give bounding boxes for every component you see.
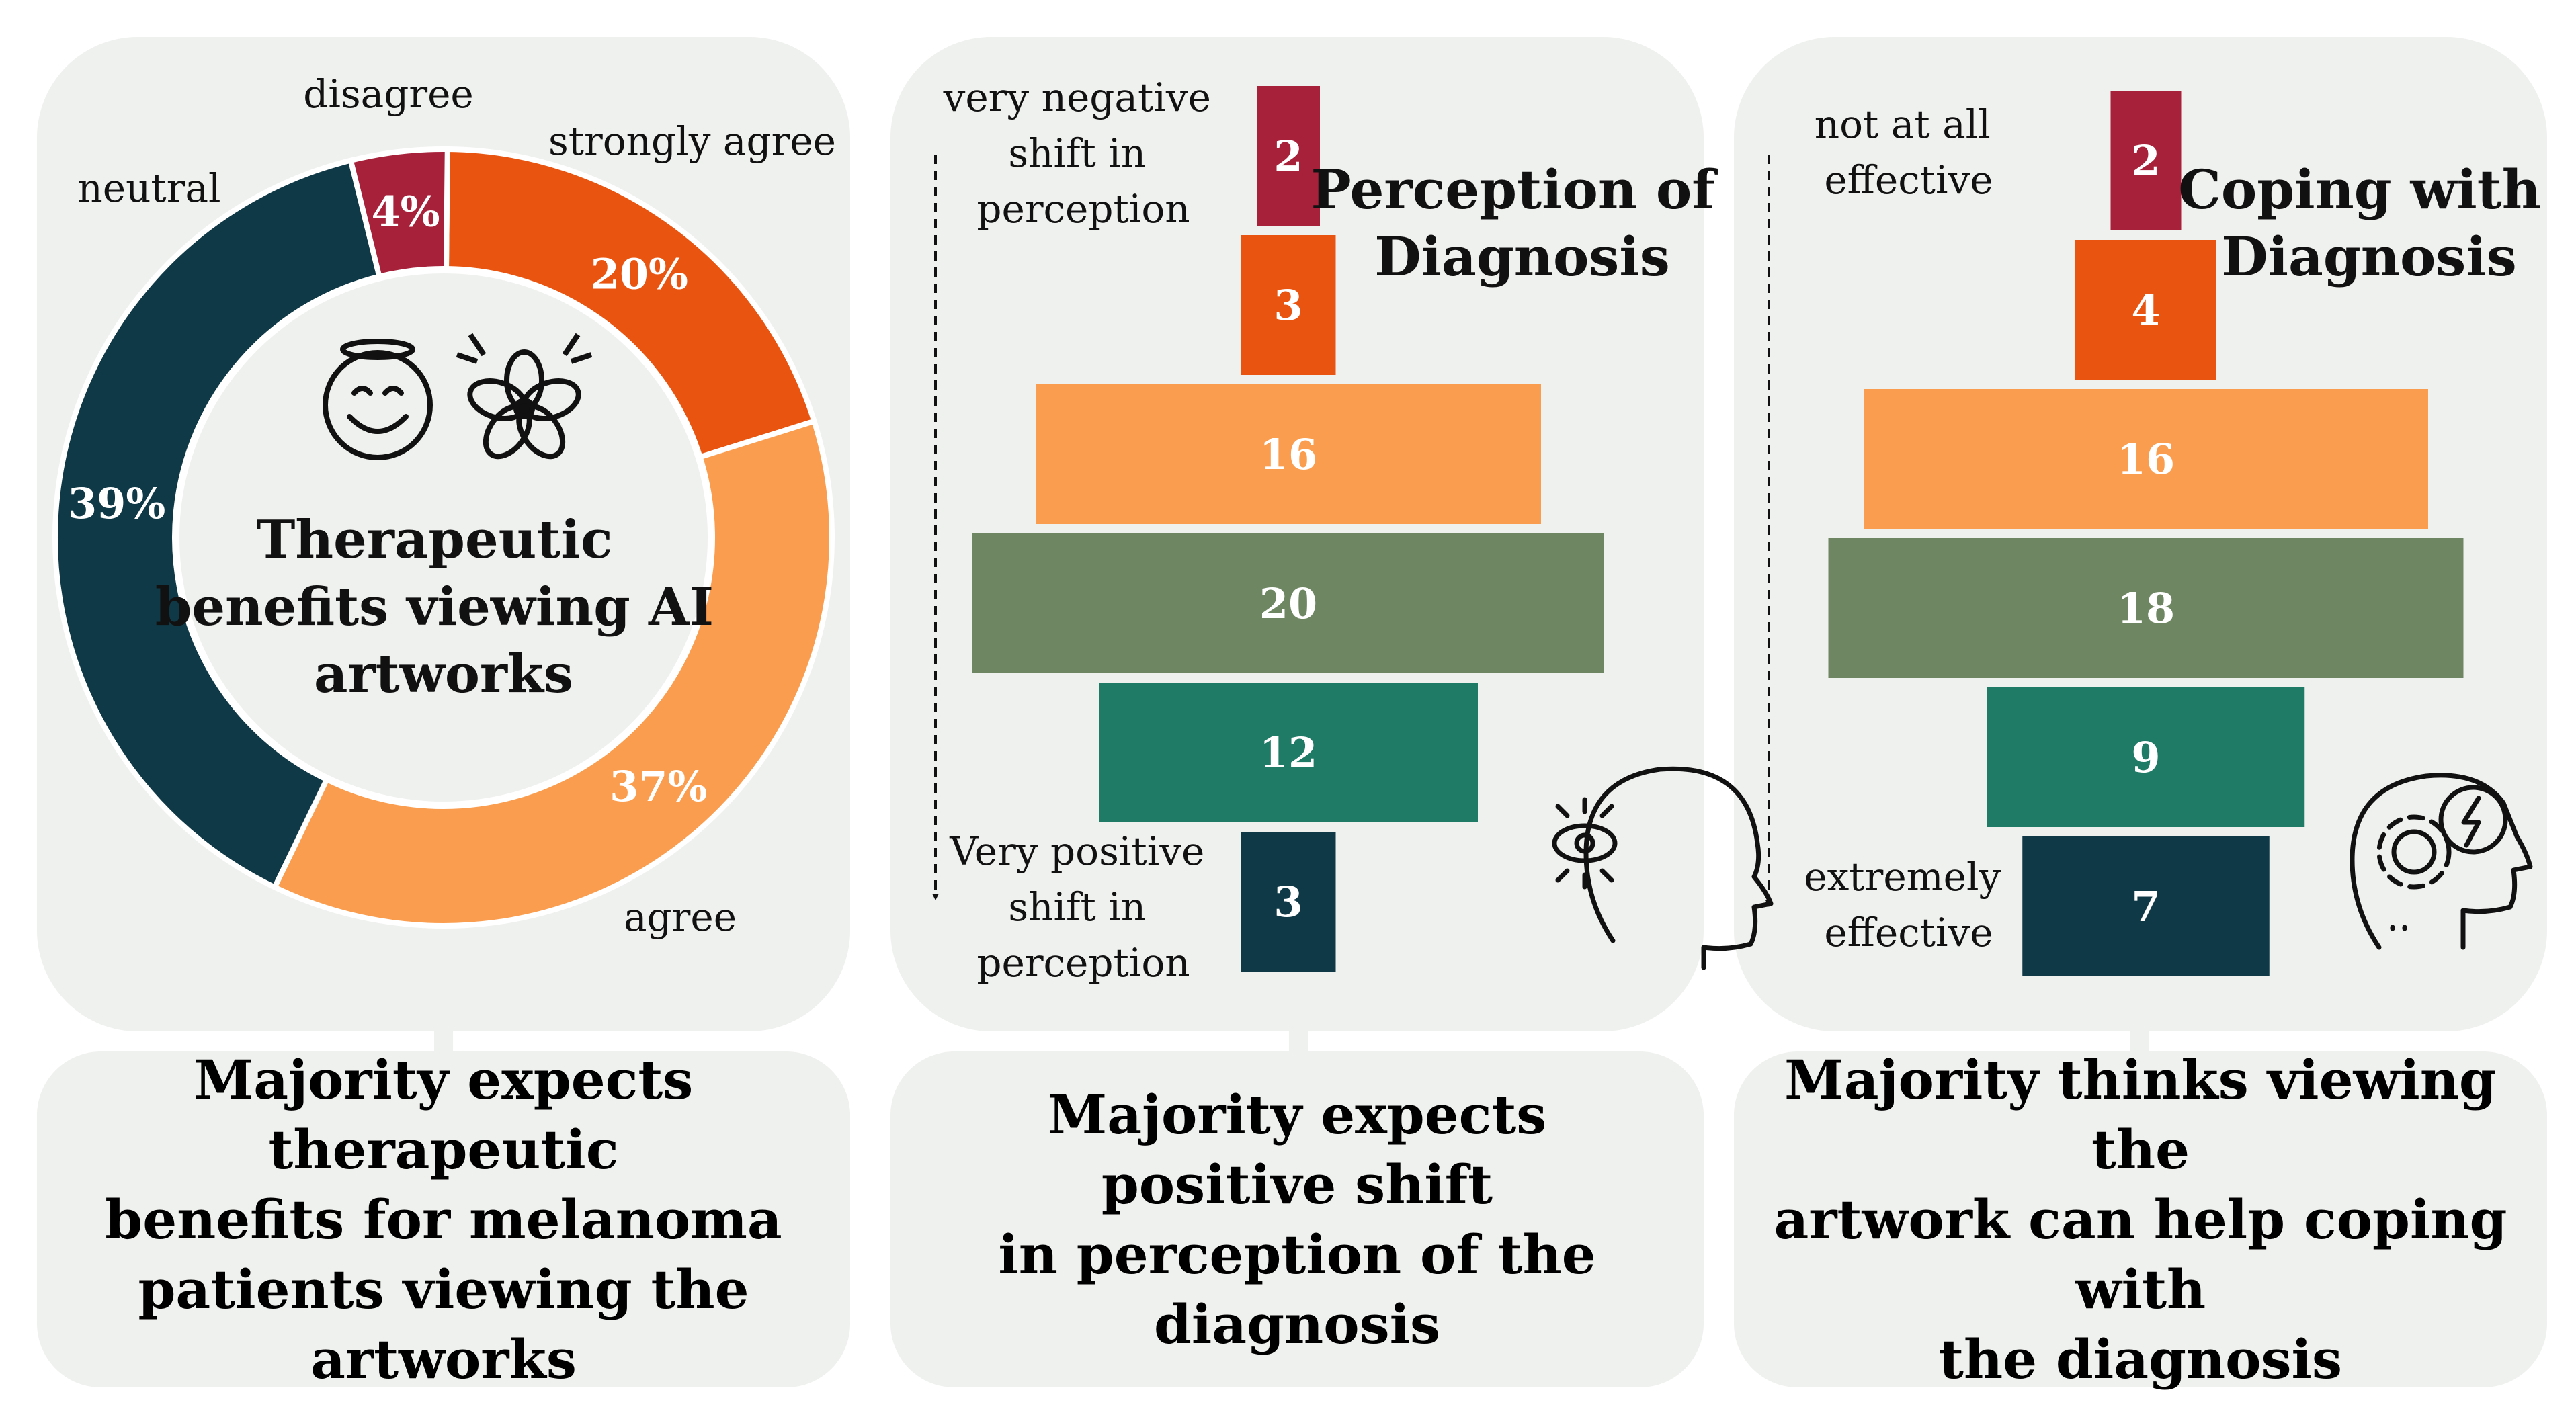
caption-line: Majority thinks viewing the: [1784, 1048, 2497, 1181]
perception-top-label-line: shift in: [1008, 130, 1146, 176]
donut-center-title: Therapeutic benefits viewing AI artworks: [155, 509, 732, 705]
funnel-bar-label: 20: [1259, 579, 1317, 628]
coping-bottom-label: extremely effective: [1804, 854, 2013, 955]
funnel-bar: [2110, 91, 2182, 230]
funnel-bar-label: 16: [1259, 430, 1317, 479]
donut-title-line: benefits viewing AI: [155, 576, 714, 638]
funnel-bar: [2022, 836, 2270, 976]
funnel-bar: [1241, 235, 1336, 375]
donut-slice-label: 20%: [591, 249, 688, 298]
coping-top-label-line: effective: [1824, 157, 1993, 203]
perception-bottom-label-line: Very positive: [949, 828, 1204, 874]
perception-title: Perception of Diagnosis: [1311, 158, 1734, 288]
caption-perception: Majority expects positive shift in perce…: [890, 1051, 1704, 1387]
coping-top-label: not at all effective: [1815, 101, 2003, 203]
coping-title: Coping with Diagnosis: [2178, 158, 2560, 288]
caption-line: the diagnosis: [1939, 1328, 2342, 1391]
coping-bottom-label-line: effective: [1824, 910, 1993, 955]
perception-bottom-label: Very positive shift in perception: [949, 828, 1217, 986]
coping-title-line: Diagnosis: [2221, 225, 2517, 288]
funnel-bar-label: 2: [2131, 136, 2160, 185]
perception-title-line: Diagnosis: [1374, 225, 1670, 288]
donut-label-neutral: neutral: [77, 165, 220, 211]
funnel-bar-label: 12: [1259, 728, 1317, 777]
funnel-bar: [1828, 538, 2464, 678]
perception-funnel: 2 3 16 20 12 3: [972, 86, 1604, 972]
caption-coping: Majority thinks viewing the artwork can …: [1734, 1048, 2547, 1391]
flower-icon: [456, 333, 593, 460]
funnel-bar: [1036, 384, 1541, 524]
funnel-bar-label: 18: [2117, 584, 2175, 633]
funnel-bar-label: 3: [1274, 877, 1302, 927]
donut-inner-ring: [173, 267, 714, 808]
perception-top-label-line: very negative: [943, 75, 1211, 120]
coping-funnel: 2 4 16 18 9 7: [1828, 91, 2464, 976]
donut-slice-label: 39%: [68, 479, 165, 528]
coping-title-line: Coping with: [2178, 158, 2541, 221]
donut-slice-label: 4%: [372, 187, 440, 236]
funnel-bar: [1864, 389, 2428, 529]
donut-title-line: Therapeutic: [256, 509, 612, 570]
head-gear-icon: [2350, 773, 2533, 950]
perception-top-label-line: perception: [977, 186, 1190, 232]
funnel-bar: [1241, 832, 1336, 972]
funnel-bar-label: 4: [2131, 286, 2160, 335]
funnel-bar-label: 16: [2117, 435, 2175, 484]
caption-therapeutic: Majority expects therapeutic benefits fo…: [37, 1048, 850, 1391]
perception-connector: [1289, 1028, 1308, 1055]
funnel-bar-label: 9: [2131, 733, 2160, 782]
caption-line: artwork can help coping with: [1774, 1188, 2507, 1321]
funnel-bar: [972, 533, 1604, 673]
funnel-bar: [1099, 683, 1478, 822]
funnel-bar-label: 7: [2131, 882, 2160, 931]
smiling-face-icon: [323, 339, 433, 460]
coping-top-label-line: not at all: [1815, 101, 1991, 147]
donut-label-strongly-agree: strongly agree: [548, 118, 836, 164]
caption-line: in perception of the diagnosis: [998, 1223, 1596, 1356]
caption-line: Majority expects positive shift: [1047, 1083, 1547, 1216]
donut-label-disagree: disagree: [303, 71, 474, 117]
perception-top-label: very negative shift in perception: [943, 75, 1224, 232]
donut-label-agree: agree: [624, 894, 737, 940]
funnel-bar: [2075, 240, 2216, 380]
caption-line: patients viewing the artworks: [138, 1258, 749, 1391]
caption-line: benefits for melanoma: [105, 1188, 782, 1251]
funnel-bar-label: 3: [1274, 281, 1302, 330]
perception-bottom-label-line: shift in: [1008, 884, 1146, 930]
perception-title-line: Perception of: [1311, 158, 1718, 221]
caption-line: Majority expects therapeutic: [194, 1048, 694, 1181]
donut-connector: [434, 1028, 453, 1055]
donut-chart: 20% 37% 39% 4%: [52, 146, 835, 929]
donut-title-line: artworks: [314, 644, 573, 705]
donut-slice-label: 37%: [610, 762, 707, 811]
coping-connector: [2130, 1028, 2149, 1055]
perception-bottom-label-line: perception: [977, 940, 1190, 986]
mind-eye-icon: [1552, 766, 1774, 970]
coping-bottom-label-line: extremely: [1804, 854, 2001, 900]
funnel-bar: [1987, 687, 2305, 827]
funnel-bar: [1257, 86, 1320, 226]
funnel-bar-label: 2: [1274, 132, 1302, 181]
